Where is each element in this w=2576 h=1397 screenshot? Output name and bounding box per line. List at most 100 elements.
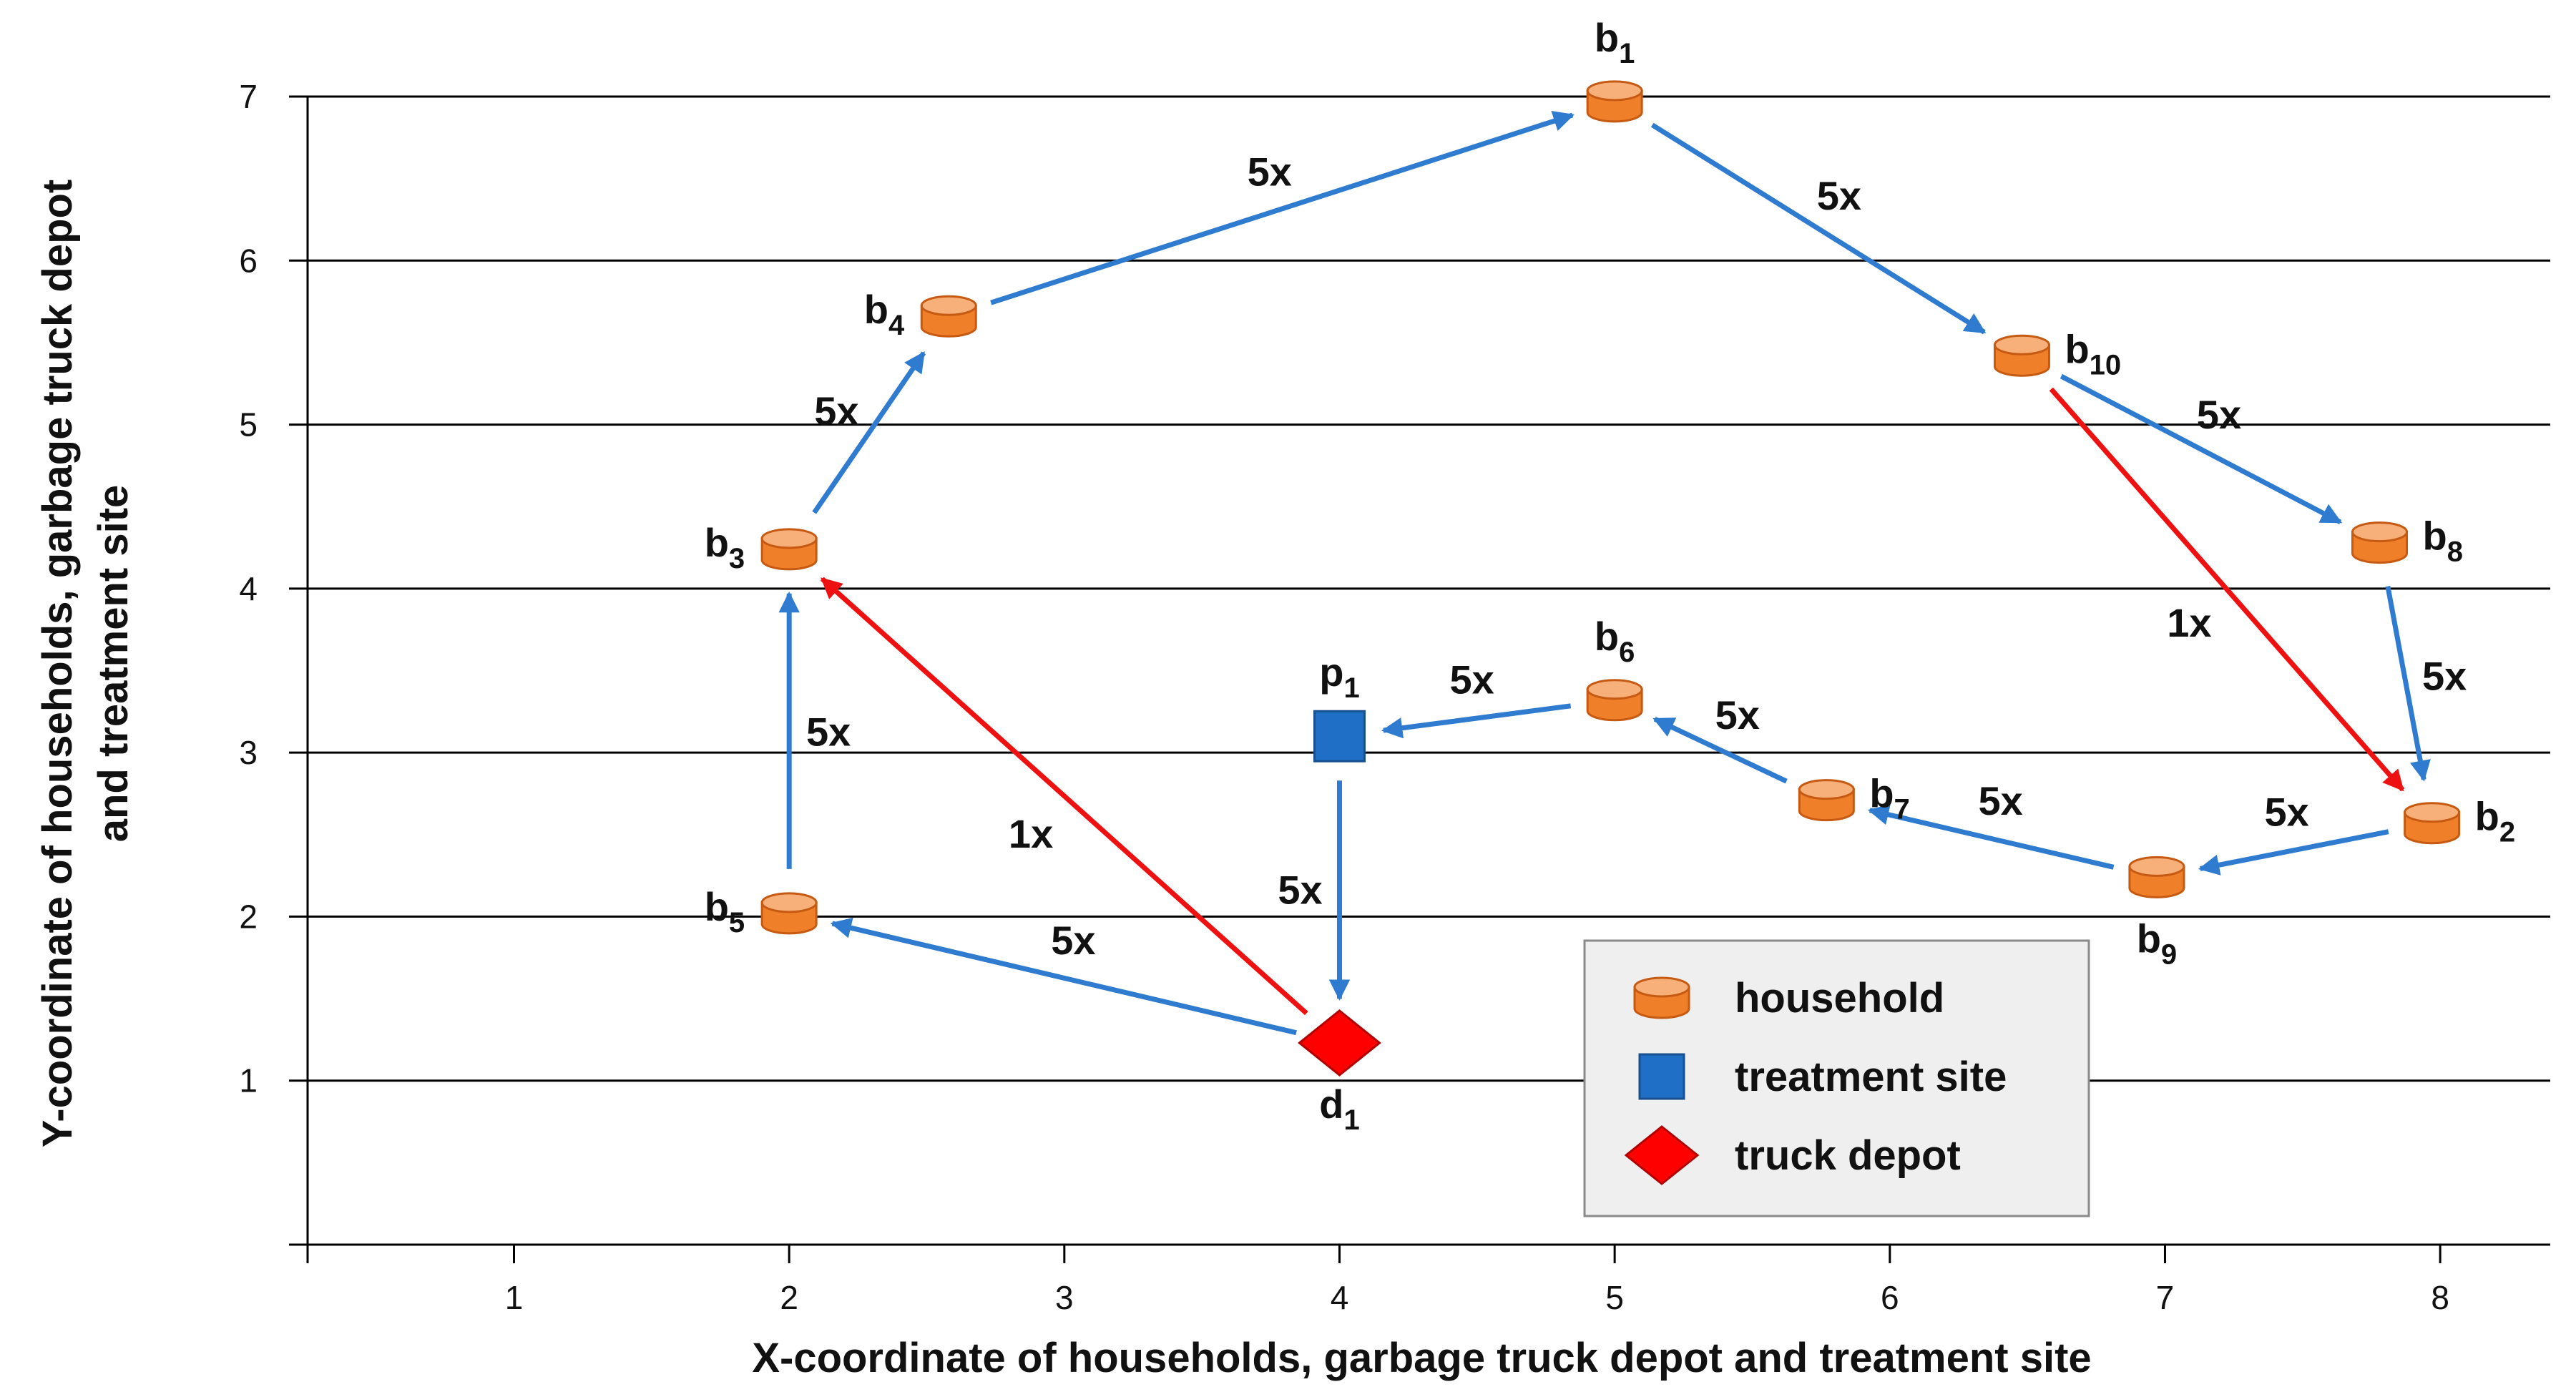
household-top xyxy=(1586,80,1643,102)
node-label-subscript: 1 xyxy=(1619,38,1635,69)
node-label-d1: d1 xyxy=(1319,1082,1359,1136)
edge-label-b2-b9: 5x xyxy=(2265,790,2309,835)
x-axis-title: X-coordinate of households, garbage truc… xyxy=(752,1335,2091,1381)
edge-label-b9-b7: 5x xyxy=(1978,778,2022,823)
node-label-letter: b xyxy=(2065,326,2089,371)
node-label-letter: p xyxy=(1319,650,1343,695)
node-label-subscript: 5 xyxy=(729,907,745,938)
node-label-subscript: 9 xyxy=(2161,938,2177,970)
node-label-b1: b1 xyxy=(1595,15,1635,69)
node-label-b8: b8 xyxy=(2423,514,2463,568)
x-tick-label: 7 xyxy=(2156,1279,2175,1316)
node-label-p1: p1 xyxy=(1319,650,1359,704)
legend-label: treatment site xyxy=(1735,1054,2007,1100)
node-label-letter: b xyxy=(2475,794,2499,839)
y-tick-label: 1 xyxy=(239,1062,258,1099)
x-tick-label: 3 xyxy=(1055,1279,1074,1316)
treatment-site-p1 xyxy=(1313,710,1366,763)
node-label-letter: b xyxy=(1595,15,1619,60)
edge-d1-b5 xyxy=(830,917,1297,1036)
y-axis-title: Y-coordinate of households, garbage truc… xyxy=(34,180,137,1147)
household-b1 xyxy=(1586,80,1643,123)
household-top xyxy=(2404,802,2461,823)
node-label-letter: b xyxy=(705,884,729,929)
household-top xyxy=(1633,976,1690,998)
node-label-b2: b2 xyxy=(2475,794,2515,848)
edge-d1-b3 xyxy=(820,577,1308,1016)
household-top xyxy=(920,295,977,316)
legend-label: household xyxy=(1735,975,1944,1021)
gridlines xyxy=(308,95,2550,1082)
edge-b1-b10 xyxy=(1650,122,1987,335)
node-label-subscript: 10 xyxy=(2090,349,2122,381)
legend-truck-depot-icon xyxy=(1624,1125,1700,1185)
edge-b4-b1 xyxy=(990,111,1575,305)
edge-label-b8-b2: 5x xyxy=(2422,654,2467,699)
edge-b7-b6 xyxy=(1652,717,1788,784)
x-tick-label: 5 xyxy=(1605,1279,1624,1316)
edge-label-b7-b6: 5x xyxy=(1715,692,1760,737)
household-b9 xyxy=(2128,856,2185,898)
x-tick-label: 2 xyxy=(780,1279,798,1316)
household-b7 xyxy=(1798,779,1855,822)
y-tick-label: 6 xyxy=(239,242,258,279)
node-label-letter: b xyxy=(2137,916,2161,961)
household-top xyxy=(1993,334,2050,356)
node-label-b9: b9 xyxy=(2137,916,2177,970)
x-tick-label: 6 xyxy=(1881,1279,1899,1316)
edge-b8-b2 xyxy=(2385,585,2431,782)
node-label-b3: b3 xyxy=(705,520,745,574)
node-label-b5: b5 xyxy=(705,884,745,938)
x-tick-label: 8 xyxy=(2431,1279,2449,1316)
household-top xyxy=(1586,679,1643,700)
edge-label-p1-d1: 5x xyxy=(1278,868,1322,913)
truck-depot-d1 xyxy=(1298,1009,1381,1077)
household-top xyxy=(760,892,818,913)
household-top xyxy=(2128,856,2185,877)
node-label-letter: b xyxy=(864,287,888,332)
y-axis-title-line: and treatment site xyxy=(90,485,137,843)
node-label-subscript: 3 xyxy=(729,543,745,574)
household-b6 xyxy=(1586,679,1643,722)
household-top xyxy=(2351,521,2409,543)
y-tick-label: 3 xyxy=(239,734,258,771)
node-label-letter: b xyxy=(2423,514,2447,559)
x-tick-label: 1 xyxy=(505,1279,524,1316)
node-label-b10: b10 xyxy=(2065,326,2121,381)
node-label-subscript: 1 xyxy=(1343,1104,1359,1136)
node-label-b4: b4 xyxy=(864,287,905,341)
legend-household-icon xyxy=(1633,976,1690,1019)
node-label-b6: b6 xyxy=(1595,614,1635,668)
edge-label-d1-b3: 1x xyxy=(1009,811,1053,856)
household-b8 xyxy=(2351,521,2409,564)
edge-b9-b7 xyxy=(1867,804,2115,870)
legend-label: truck depot xyxy=(1735,1132,1961,1179)
y-tick-label: 7 xyxy=(239,78,258,115)
node-label-letter: d xyxy=(1319,1082,1343,1127)
node-label-subscript: 1 xyxy=(1343,672,1359,704)
household-b10 xyxy=(1993,334,2050,377)
edge-b2-b9 xyxy=(2198,829,2389,876)
edge-label-d1-b5: 5x xyxy=(1051,918,1095,963)
edge-label-b4-b1: 5x xyxy=(1248,149,1292,195)
node-label-subscript: 8 xyxy=(2447,536,2463,568)
y-tick-label: 5 xyxy=(239,406,258,443)
y-tick-label: 4 xyxy=(239,570,258,607)
household-b4 xyxy=(920,295,977,338)
node-label-letter: b xyxy=(705,520,729,565)
household-b2 xyxy=(2404,802,2461,845)
household-top xyxy=(760,528,818,549)
y-tick-label: 2 xyxy=(239,898,258,935)
node-label-letter: b xyxy=(1595,614,1619,659)
edge-label-b6-p1: 5x xyxy=(1450,657,1494,702)
edge-b3-b4 xyxy=(812,351,926,514)
node-label-letter: b xyxy=(1869,771,1894,816)
household-b5 xyxy=(760,892,818,935)
edge-b6-p1 xyxy=(1381,703,1572,739)
household-top xyxy=(1798,779,1855,800)
node-label-subscript: 2 xyxy=(2499,817,2515,848)
edge-label-b5-b3: 5x xyxy=(806,709,851,754)
